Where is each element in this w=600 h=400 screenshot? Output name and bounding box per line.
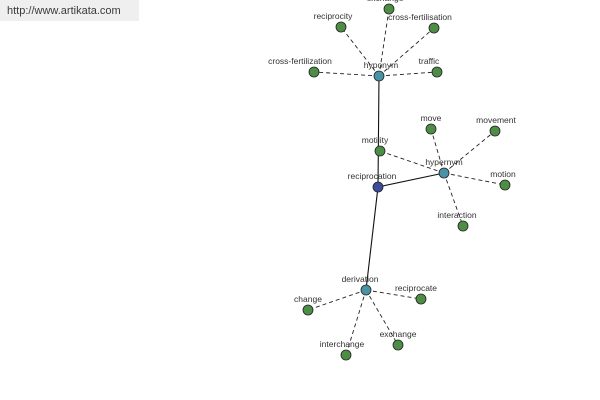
edge-hypernym-move [430, 128, 445, 174]
node-hypernym[interactable] [438, 167, 450, 179]
node-label-cross-fertilisation[interactable]: cross-fertilisation [388, 12, 452, 22]
node-label-derivation[interactable]: derivation [342, 274, 379, 284]
node-label-hyponym[interactable]: hyponym [364, 60, 399, 70]
node-label-exchange-top[interactable]: exchange [367, 0, 404, 3]
edge-derivation-change [307, 289, 367, 311]
node-label-reciprocity[interactable]: reciprocity [314, 11, 353, 21]
edge-reciprocation-derivation [365, 186, 379, 291]
node-label-change[interactable]: change [294, 294, 322, 304]
url-text[interactable]: http://www.artikata.com [7, 4, 121, 17]
node-label-reciprocation[interactable]: reciprocation [348, 171, 397, 181]
edge-hyponym-exchange-top [378, 8, 390, 77]
edge-derivation-interchange [345, 289, 367, 356]
node-hyponym[interactable] [373, 70, 385, 82]
edge-hyponym-cross-fertilization [313, 71, 380, 77]
node-reciprocation[interactable] [372, 181, 384, 193]
node-motility[interactable] [374, 145, 386, 157]
edge-derivation-exchange [365, 289, 399, 346]
node-cross-fertilisation[interactable] [428, 22, 440, 34]
node-label-interchange[interactable]: interchange [320, 339, 365, 349]
url-banner[interactable]: http://www.artikata.com [0, 0, 139, 21]
node-label-reciprocate[interactable]: reciprocate [395, 283, 437, 293]
edge-hypernym-motility [379, 150, 445, 174]
node-label-move[interactable]: move [421, 113, 442, 123]
node-label-hypernym[interactable]: hypernym [425, 157, 462, 167]
labels-layer: reciprocation hyponym hypernym derivation ex… [268, 0, 516, 349]
node-derivation[interactable] [360, 284, 372, 296]
node-motion[interactable] [499, 179, 511, 191]
node-label-traffic[interactable]: traffic [419, 56, 440, 66]
node-reciprocate[interactable] [415, 293, 427, 305]
node-exchange[interactable] [392, 339, 404, 351]
edge-reciprocation-hyponym [377, 75, 380, 188]
node-cross-fertilization[interactable] [308, 66, 320, 78]
edge-hyponym-traffic [378, 71, 438, 77]
node-movement[interactable] [489, 125, 501, 137]
node-label-interaction[interactable]: interaction [437, 210, 476, 220]
edges-layer [307, 8, 506, 356]
node-exchange-top[interactable] [383, 3, 395, 15]
node-label-exchange[interactable]: exchange [380, 329, 417, 339]
edge-hyponym-cross-fertilisation [378, 27, 435, 77]
edge-hypernym-motion [443, 172, 506, 186]
edge-hypernym-interaction [443, 172, 464, 227]
edge-reciprocation-hypernym [377, 172, 445, 188]
node-interaction[interactable] [457, 220, 469, 232]
nodes-layer [302, 3, 511, 361]
node-label-movement[interactable]: movement [476, 115, 516, 125]
edge-derivation-reciprocate [365, 289, 422, 300]
node-reciprocity[interactable] [335, 21, 347, 33]
node-change[interactable] [302, 304, 314, 316]
node-move[interactable] [425, 123, 437, 135]
node-label-motion[interactable]: motion [490, 169, 516, 179]
node-label-cross-fertilization[interactable]: cross-fertilization [268, 56, 332, 66]
node-interchange[interactable] [340, 349, 352, 361]
node-label-motility[interactable]: motility [362, 135, 389, 145]
node-traffic[interactable] [431, 66, 443, 78]
edge-hyponym-reciprocity [340, 26, 380, 77]
